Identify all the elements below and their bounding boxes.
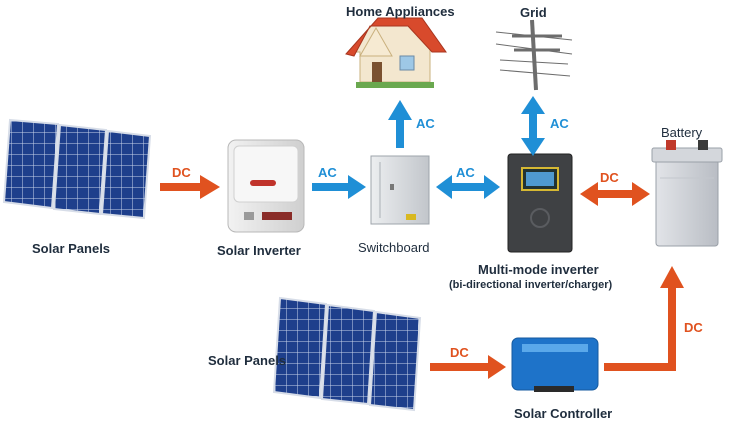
- label-solar-controller: Solar Controller: [514, 406, 613, 421]
- utility-pole-icon: [495, 19, 573, 91]
- label-solar-inverter: Solar Inverter: [217, 243, 301, 258]
- arrow-ac-inverter-switchboard: [312, 175, 366, 199]
- solar-panel-icon: [2, 118, 152, 220]
- arrow-dc-controller-battery: [604, 266, 684, 371]
- arrow-ac-grid-multimode: [521, 96, 545, 156]
- label-switchboard: Switchboard: [358, 240, 430, 255]
- arrow-ac-switchboard-home: [388, 100, 412, 148]
- arrow-label-ac-grid-multimode: AC: [550, 116, 569, 131]
- arrow-label-ac-switchboard-multimode: AC: [456, 165, 475, 180]
- arrow-label-dc-panels-inverter: DC: [172, 165, 191, 180]
- label-multimode-subtitle: (bi-directional inverter/charger): [449, 279, 613, 291]
- solar-controller-icon: [511, 337, 599, 392]
- multimode-inverter-icon: [507, 153, 573, 253]
- arrow-label-ac-inverter-switchboard: AC: [318, 165, 337, 180]
- arrow-dc-panels-controller: [430, 355, 506, 379]
- label-grid: Grid: [520, 5, 547, 20]
- switchboard-icon: [370, 155, 430, 225]
- arrow-label-dc-controller-battery: DC: [684, 320, 703, 335]
- solar-panel-icon: [272, 296, 422, 412]
- inverter-icon: [227, 139, 305, 233]
- label-multimode-inverter: Multi-mode inverter: [478, 262, 599, 277]
- arrow-label-dc-panels-controller: DC: [450, 345, 469, 360]
- arrow-ac-switchboard-multimode: [436, 175, 500, 199]
- label-solar-panels-top: Solar Panels: [32, 241, 111, 256]
- house-icon: [345, 17, 447, 88]
- label-battery: Battery: [661, 125, 703, 140]
- label-home-appliances: Home Appliances: [346, 4, 455, 19]
- arrow-dc-panels-inverter: [160, 175, 220, 199]
- label-solar-panels-bottom: Solar Panels: [208, 353, 287, 368]
- battery-icon: [651, 140, 723, 247]
- arrow-label-ac-switchboard-home: AC: [416, 116, 435, 131]
- arrow-label-dc-multimode-battery: DC: [600, 170, 619, 185]
- arrow-dc-multimode-battery: [580, 182, 650, 206]
